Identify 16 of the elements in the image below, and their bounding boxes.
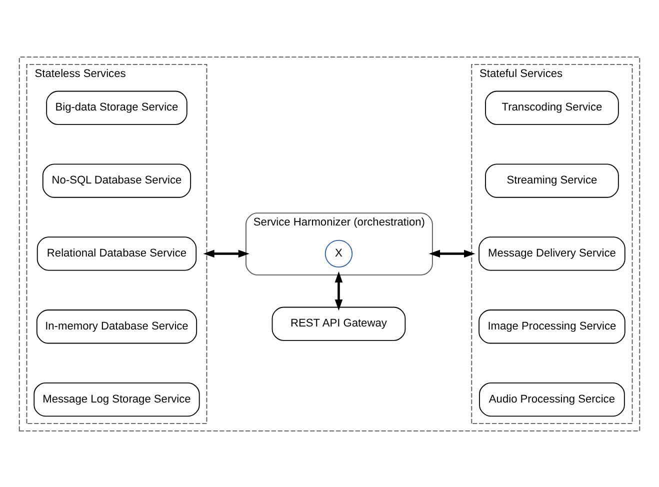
arrow xyxy=(203,249,250,258)
node-box: Message Log Storage Service xyxy=(34,382,200,416)
cluster xyxy=(18,56,640,431)
node-box: Relational Database Service xyxy=(36,236,197,270)
arrow xyxy=(428,249,476,258)
node-box: Message Delivery Service xyxy=(478,236,626,270)
node-box: Transcoding Service xyxy=(485,90,619,124)
node-box: In-memory Database Service xyxy=(36,309,198,344)
arrow xyxy=(334,270,343,310)
node-box: Audio Processing Sercice xyxy=(479,382,625,416)
node-box: Big-data Storage Service xyxy=(46,90,188,124)
node-box: Streaming Service xyxy=(485,163,619,198)
node-box: REST API Gateway xyxy=(272,306,406,340)
node-circle: X xyxy=(324,239,353,268)
node-box: Image Processing Service xyxy=(478,309,626,344)
node-box: No-SQL Database Service xyxy=(42,163,192,198)
